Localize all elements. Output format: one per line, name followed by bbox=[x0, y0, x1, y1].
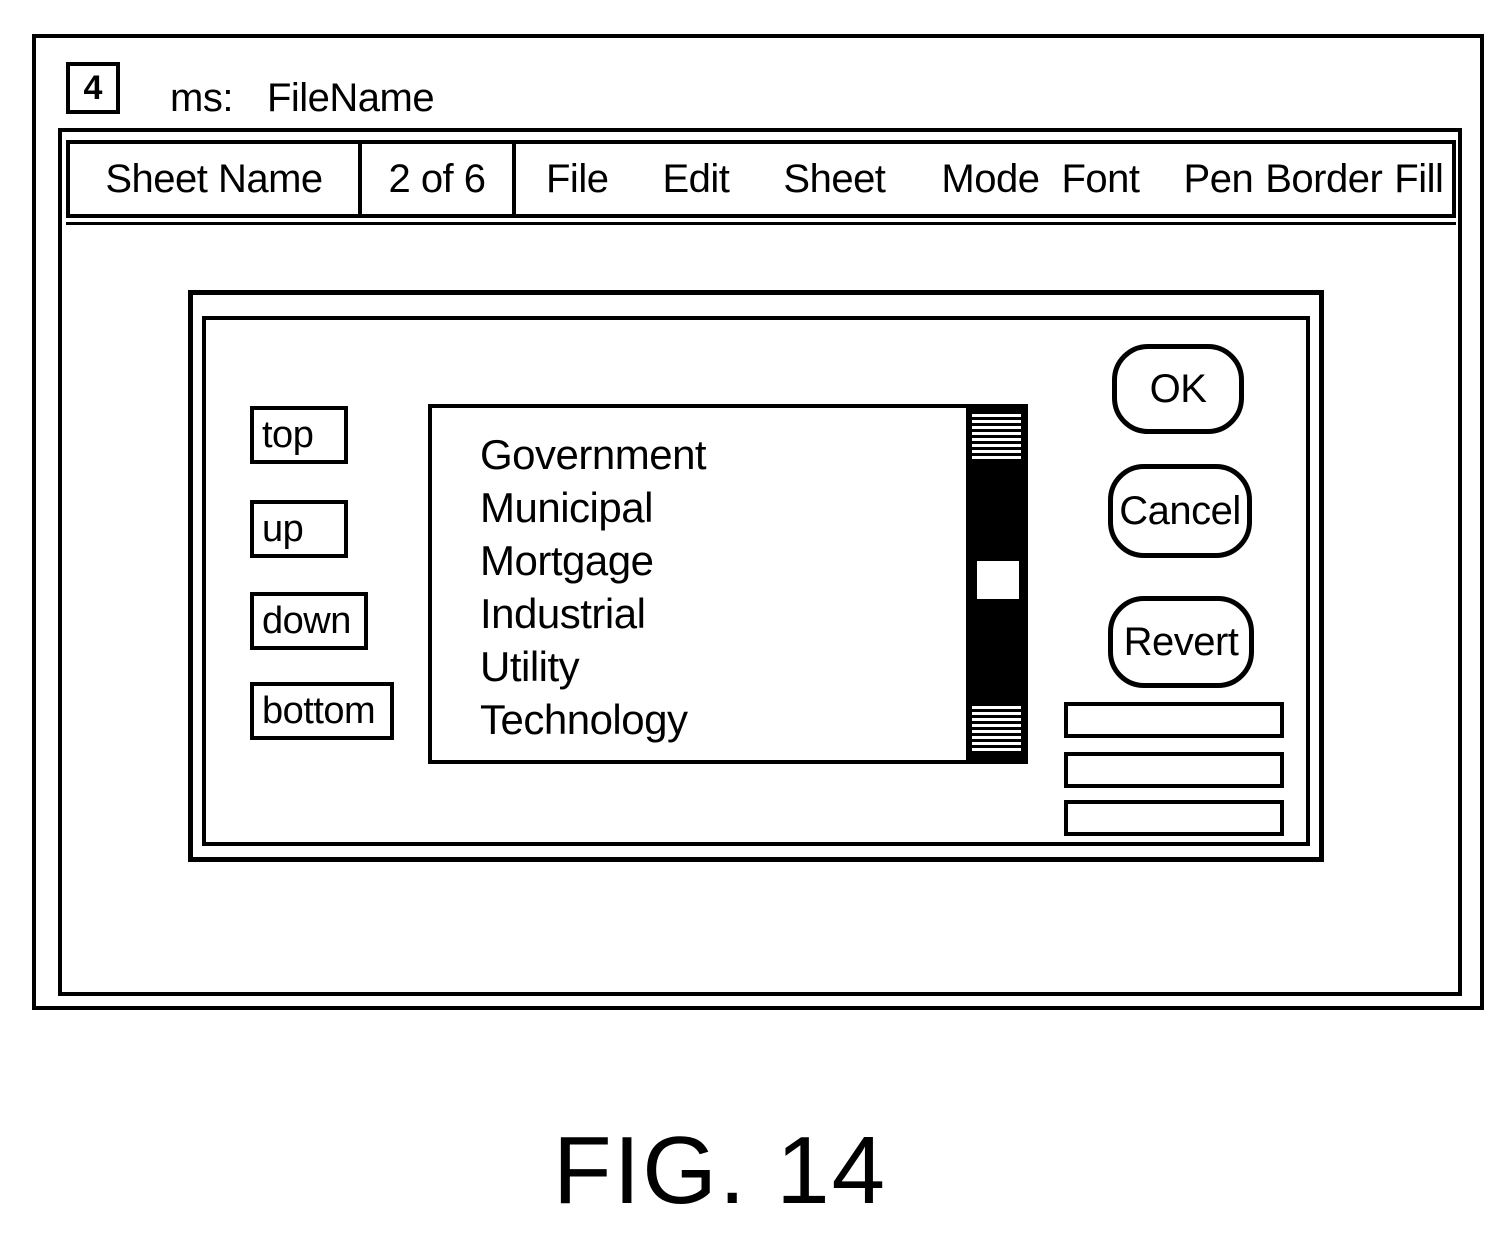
menu-pen[interactable]: Pen bbox=[1183, 156, 1254, 201]
list-scrollbar[interactable] bbox=[966, 408, 1024, 760]
window-file-name: FileName bbox=[266, 76, 435, 120]
ok-button[interactable]: OK bbox=[1112, 344, 1244, 434]
category-list: Government Municipal Mortgage Industrial… bbox=[480, 428, 707, 746]
menu-bar: Sheet Name 2 of 6 File Edit Sheet Mode F… bbox=[66, 140, 1456, 218]
list-item[interactable]: Municipal bbox=[480, 484, 653, 531]
window-title-prefix: ms: bbox=[170, 76, 233, 120]
menu-font[interactable]: Font bbox=[1061, 156, 1140, 201]
top-button[interactable]: top bbox=[250, 406, 348, 464]
empty-field-3[interactable] bbox=[1064, 800, 1284, 836]
list-item[interactable]: Mortgage bbox=[480, 537, 654, 584]
menu-items: File Edit Sheet Mode Font Pen Border Fil… bbox=[516, 157, 1452, 202]
window-title: ms: FileName bbox=[170, 74, 435, 122]
menu-fill[interactable]: Fill bbox=[1394, 156, 1444, 201]
list-item[interactable]: Utility bbox=[480, 643, 580, 690]
menu-file[interactable]: File bbox=[546, 156, 609, 201]
menu-edit[interactable]: Edit bbox=[662, 156, 730, 201]
revert-button[interactable]: Revert bbox=[1108, 596, 1254, 688]
menu-border[interactable]: Border bbox=[1265, 156, 1383, 201]
dialog-inner-frame bbox=[202, 316, 1310, 846]
empty-field-1[interactable] bbox=[1064, 702, 1284, 738]
down-button[interactable]: down bbox=[250, 592, 368, 650]
dialog-outer-frame bbox=[188, 290, 1324, 862]
bottom-button[interactable]: bottom bbox=[250, 682, 394, 740]
outer-window-frame bbox=[32, 34, 1484, 1010]
page-indicator[interactable]: 2 of 6 bbox=[362, 144, 516, 214]
list-item[interactable]: Government bbox=[480, 431, 707, 478]
list-item[interactable]: Technology bbox=[480, 696, 688, 743]
list-item[interactable]: Industrial bbox=[480, 590, 646, 637]
scroll-down-arrow-icon[interactable] bbox=[972, 706, 1021, 754]
inner-window-frame bbox=[58, 128, 1462, 996]
scroll-thumb[interactable] bbox=[977, 561, 1019, 599]
sheet-name-field[interactable]: Sheet Name bbox=[70, 144, 362, 214]
cancel-button[interactable]: Cancel bbox=[1108, 464, 1252, 558]
menu-mode[interactable]: Mode bbox=[941, 156, 1040, 201]
figure-caption: FIG. 14 bbox=[552, 1117, 888, 1224]
window-number-box[interactable]: 4 bbox=[66, 62, 120, 114]
scroll-up-arrow-icon[interactable] bbox=[972, 414, 1021, 462]
up-button[interactable]: up bbox=[250, 500, 348, 558]
menu-divider bbox=[66, 222, 1456, 225]
empty-field-2[interactable] bbox=[1064, 752, 1284, 788]
menu-sheet[interactable]: Sheet bbox=[783, 156, 886, 201]
category-list-box[interactable]: Government Municipal Mortgage Industrial… bbox=[428, 404, 1028, 764]
